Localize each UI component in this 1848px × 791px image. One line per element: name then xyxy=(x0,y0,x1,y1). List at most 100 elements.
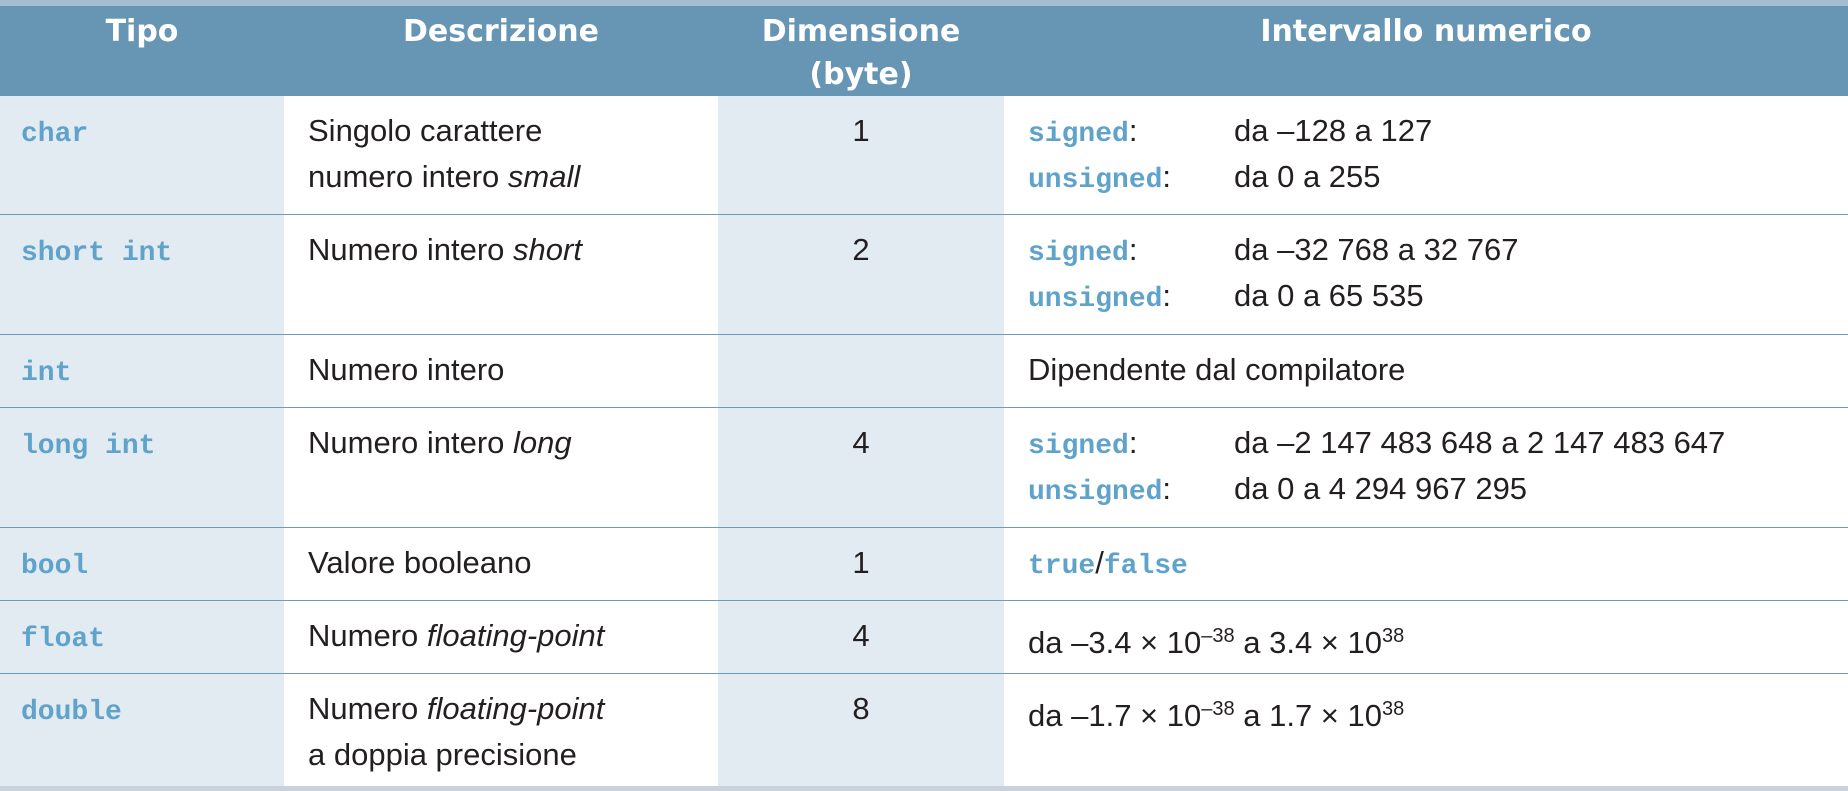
exponent-from: –38 xyxy=(1201,698,1235,720)
table-row-long-int: long int Numero intero long 4 signed:da … xyxy=(0,408,1848,528)
range: signed:da –32 768 a 32 767 unsigned:da 0… xyxy=(1028,227,1518,319)
unsigned-range: da 0 a 255 xyxy=(1234,159,1381,194)
table-row-bool: bool Valore booleano 1 true/false xyxy=(0,528,1848,601)
description-italic: short xyxy=(513,232,582,267)
range: Dipendente dal compilatore xyxy=(1028,352,1406,387)
description: Numero intero short xyxy=(308,227,582,273)
unsigned-line: unsigned:da 0 a 65 535 xyxy=(1028,273,1518,319)
description-italic: long xyxy=(513,425,572,460)
description-line1: Singolo carattere xyxy=(308,113,543,148)
description-italic: floating-point xyxy=(426,691,605,726)
table-row-double: double Numero floating-point a doppia pr… xyxy=(0,674,1848,789)
range-from: da –3.4 × 10 xyxy=(1028,625,1202,660)
description-italic: small xyxy=(507,159,581,194)
signed-line: signed:da –2 147 483 648 a 2 147 483 647 xyxy=(1028,420,1725,466)
cell-dimensione: 4 xyxy=(718,408,1004,527)
size-value: 1 xyxy=(852,545,870,580)
description-text: numero intero xyxy=(308,159,508,194)
signed-range: da –32 768 a 32 767 xyxy=(1234,232,1519,267)
signed-range: da –2 147 483 648 a 2 147 483 647 xyxy=(1234,425,1726,460)
range: signed:da –128 a 127 unsigned:da 0 a 255 xyxy=(1028,108,1432,200)
description-text: Numero intero xyxy=(308,232,514,267)
cell-descrizione: Numero floating-point a doppia precision… xyxy=(284,674,718,789)
size-value: 2 xyxy=(852,232,870,267)
type-name: short int xyxy=(21,238,173,269)
cell-intervallo: Dipendente dal compilatore xyxy=(1004,335,1848,407)
description: Valore booleano xyxy=(308,545,532,580)
type-name: bool xyxy=(21,551,89,582)
cell-intervallo: signed:da –32 768 a 32 767 unsigned:da 0… xyxy=(1004,215,1848,334)
unsigned-range: da 0 a 65 535 xyxy=(1234,278,1424,313)
range: da –3.4 × 10–38 a 3.4 × 1038 xyxy=(1028,613,1404,666)
cell-dimensione: 8 xyxy=(718,674,1004,789)
size-value: 4 xyxy=(852,618,870,653)
cell-descrizione: Singolo carattere numero intero small xyxy=(284,96,718,214)
type-name: int xyxy=(21,358,72,389)
cell-descrizione: Numero intero xyxy=(284,335,718,407)
unsigned-line: unsigned:da 0 a 255 xyxy=(1028,154,1432,200)
exponent-to: 38 xyxy=(1382,625,1405,647)
range-to: a 1.7 × 10 xyxy=(1234,698,1382,733)
signed-line: signed:da –128 a 127 xyxy=(1028,108,1432,154)
unsigned-keyword: unsigned xyxy=(1028,477,1163,508)
cell-tipo: int xyxy=(0,335,284,407)
cell-descrizione: Numero intero short xyxy=(284,215,718,334)
table-row-char: char Singolo carattere numero intero sma… xyxy=(0,96,1848,215)
cell-tipo: short int xyxy=(0,215,284,334)
unsigned-line: unsigned:da 0 a 4 294 967 295 xyxy=(1028,466,1725,512)
exponent-from: –38 xyxy=(1201,625,1235,647)
cell-tipo: double xyxy=(0,674,284,789)
description-text: Numero xyxy=(308,691,427,726)
header-descrizione: Descrizione xyxy=(402,14,600,49)
size-value: 1 xyxy=(852,113,870,148)
description: Numero intero xyxy=(308,352,505,387)
unsigned-range: da 0 a 4 294 967 295 xyxy=(1234,471,1528,506)
type-name: float xyxy=(21,624,106,655)
cell-dimensione: 1 xyxy=(718,528,1004,600)
table-row-short-int: short int Numero intero short 2 signed:d… xyxy=(0,215,1848,335)
cell-descrizione: Numero intero long xyxy=(284,408,718,527)
range: da –1.7 × 10–38 a 1.7 × 1038 xyxy=(1028,686,1404,739)
cell-dimensione xyxy=(718,335,1004,407)
cell-dimensione: 4 xyxy=(718,601,1004,673)
cell-dimensione: 1 xyxy=(718,96,1004,214)
exponent-to: 38 xyxy=(1382,698,1405,720)
slash: / xyxy=(1095,545,1104,580)
false-keyword: false xyxy=(1103,551,1188,582)
description: Numero floating-point a doppia precision… xyxy=(308,686,604,778)
data-types-table: Tipo Descrizione Dimensione (byte) Inter… xyxy=(0,6,1848,789)
cell-intervallo: true/false xyxy=(1004,528,1848,600)
header-dimensione-line1: Dimensione xyxy=(761,14,961,49)
type-name: long int xyxy=(21,431,156,462)
cell-tipo: char xyxy=(0,96,284,214)
header-dimensione: Dimensione (byte) xyxy=(718,10,1004,96)
unsigned-keyword: unsigned xyxy=(1028,284,1163,315)
table-row-float: float Numero floating-point 4 da –3.4 × … xyxy=(0,601,1848,674)
description: Numero intero long xyxy=(308,420,572,466)
cell-intervallo: signed:da –2 147 483 648 a 2 147 483 647… xyxy=(1004,408,1848,527)
cell-descrizione: Valore booleano xyxy=(284,528,718,600)
size-value: 4 xyxy=(852,425,870,460)
cell-dimensione: 2 xyxy=(718,215,1004,334)
type-name: char xyxy=(21,119,89,150)
cell-tipo: float xyxy=(0,601,284,673)
range-to: a 3.4 × 10 xyxy=(1234,625,1382,660)
signed-keyword: signed xyxy=(1028,238,1129,269)
cell-tipo: bool xyxy=(0,528,284,600)
header-dimensione-line2: (byte) xyxy=(809,57,913,92)
true-keyword: true xyxy=(1028,551,1096,582)
signed-line: signed:da –32 768 a 32 767 xyxy=(1028,227,1518,273)
description: Numero floating-point xyxy=(308,613,604,659)
description-text: Numero intero xyxy=(308,425,514,460)
description: Singolo carattere numero intero small xyxy=(308,108,580,200)
cell-intervallo: da –3.4 × 10–38 a 3.4 × 1038 xyxy=(1004,601,1848,673)
signed-range: da –128 a 127 xyxy=(1234,113,1433,148)
signed-keyword: signed xyxy=(1028,431,1129,462)
header-intervallo: Intervallo numerico xyxy=(1260,14,1592,49)
range-from: da –1.7 × 10 xyxy=(1028,698,1202,733)
cell-descrizione: Numero floating-point xyxy=(284,601,718,673)
cell-intervallo: signed:da –128 a 127 unsigned:da 0 a 255 xyxy=(1004,96,1848,214)
table-row-int: int Numero intero Dipendente dal compila… xyxy=(0,335,1848,408)
size-value: 8 xyxy=(852,691,870,726)
cell-tipo: long int xyxy=(0,408,284,527)
